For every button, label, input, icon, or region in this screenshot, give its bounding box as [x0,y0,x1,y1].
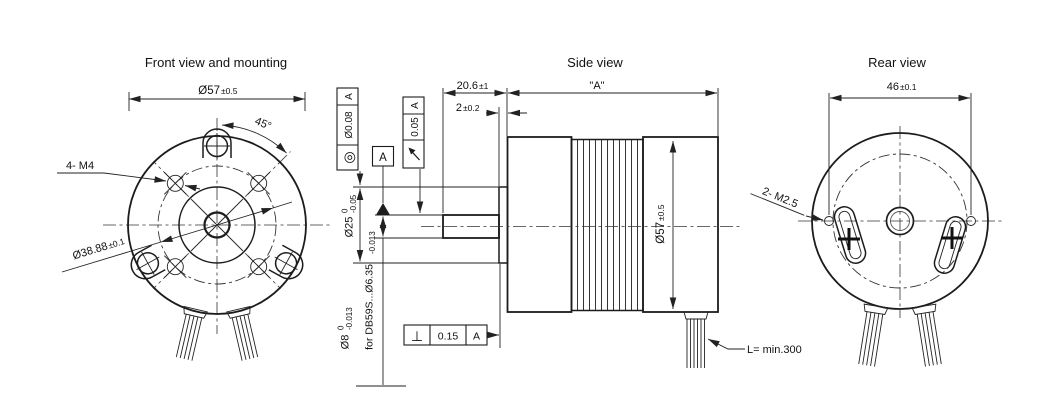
datum-a-letter: A [379,152,387,164]
rear-m25-text: 2- M2.5 [760,185,799,210]
pilot-tol-lower: -0.05 [349,194,358,213]
fcf-perpendicularity: ⊥ 0.15 A [403,264,501,348]
rear-view: Rear view [750,55,1002,367]
rear-cross-marker-right [941,227,963,249]
lead-length-text: L= min.300 [747,344,802,356]
datum-a-symbol: A [371,145,395,215]
rear-hole-spacing-dim: 46 ±0.1 [828,81,972,215]
perpendicularity-datum: A [473,331,480,343]
rear-m25-hole-left [824,216,834,226]
rear-view-title: Rear view [868,55,926,70]
shaft-tol-lower: -0.013 [345,307,354,330]
rear-wire-bundle-left [858,303,889,367]
rear-centerlines [798,126,1002,318]
perpendicularity-icon: ⊥ [411,328,423,344]
side-pilot-boss [498,186,509,264]
front-outer-diameter-tol: ±0.5 [221,86,238,96]
shaft-note-tol: -0.013 [368,231,377,254]
front-outer-diameter-dim: Ø57 ±0.5 [128,85,306,111]
rear-wire-bundle-right [911,303,942,367]
front-wire-bundle-right [226,305,259,361]
front-m4-text: 4- M4 [66,160,94,172]
front-angle-value: 45° [253,115,273,132]
hole-spacing-value: 46 [887,81,899,93]
front-angle-dim: 45° [221,115,287,154]
shaft-note-text: for DB59S...Ø6.35 [364,264,376,350]
front-outer-diameter-value: Ø57 [198,85,220,97]
pilot-diameter-value: Ø25 [344,217,356,238]
front-bolt-circle-dim: Ø38.88 ±0.1 [61,201,293,273]
rear-cross-marker-left [838,228,860,250]
boss-thickness-tol: ±0.2 [463,103,480,113]
rear-slot-right [933,216,967,274]
body-length-value: "A" [589,80,604,92]
side-body-diameter-dim: Ø57 ±0.5 [655,141,677,309]
pilot-tol-upper: 0 [341,208,350,213]
side-wire-bundle [683,311,709,368]
side-front-housing [506,136,573,313]
circular-runout-icon [408,147,420,161]
rear-center-boss [885,206,915,236]
body-diameter-value: Ø57 [655,222,667,244]
front-m4-label: 4- M4 [57,160,201,192]
mounting-ear [130,244,166,280]
side-length-dims: 20.6 ±1 "A" [442,80,719,213]
perpendicularity-tolerance: 0.15 [438,331,459,343]
shaft-length-value: 20.6 [457,80,478,92]
concentricity-datum: A [344,93,355,100]
side-lead-length-label: L= min.300 [707,338,802,356]
concentricity-icon: ◎ [341,151,357,163]
front-bolt-circle [157,165,277,285]
fcf-concentricity: ◎ Ø0.08 A [336,87,364,185]
mounting-ear [268,244,304,280]
front-view: Front view and mounting [57,55,332,361]
front-wire-bundle-left [175,305,208,361]
side-ribbed-section [570,138,644,312]
rear-dashed-circle [832,153,968,289]
boss-thickness-value: 2 [456,102,462,114]
rear-outer-circle [811,132,989,310]
side-view-title: Side view [567,55,623,70]
front-m4-holes [163,171,271,279]
side-shaft-dim: Ø8 0 -0.013 for DB59S...Ø6.35 -0.013 [337,214,443,387]
body-diameter-tol: ±0.5 [656,204,666,221]
rear-m25-hole-right [966,216,976,226]
side-pilot-dim: Ø25 0 -0.05 [341,186,499,264]
datum-triangle-icon [376,203,390,215]
shaft-length-tol: ±1 [479,81,489,91]
runout-datum: A [410,102,421,109]
front-view-title: Front view and mounting [145,55,287,70]
concentricity-tolerance: Ø0.08 [344,111,355,139]
side-rear-housing [642,136,719,313]
runout-tolerance: 0.05 [410,117,421,137]
mounting-ear [202,128,232,159]
hole-spacing-tol: ±0.1 [900,82,917,92]
shaft-diameter-value: Ø8 [340,335,352,350]
fcf-runout: 0.05 A [402,96,425,213]
shaft-tol-upper: 0 [337,325,346,330]
side-view: Side view L= min.300 [336,55,802,387]
side-boss-dim: 2 ±0.2 [456,102,527,186]
front-bolt-circle-tol: ±0.1 [107,236,126,250]
